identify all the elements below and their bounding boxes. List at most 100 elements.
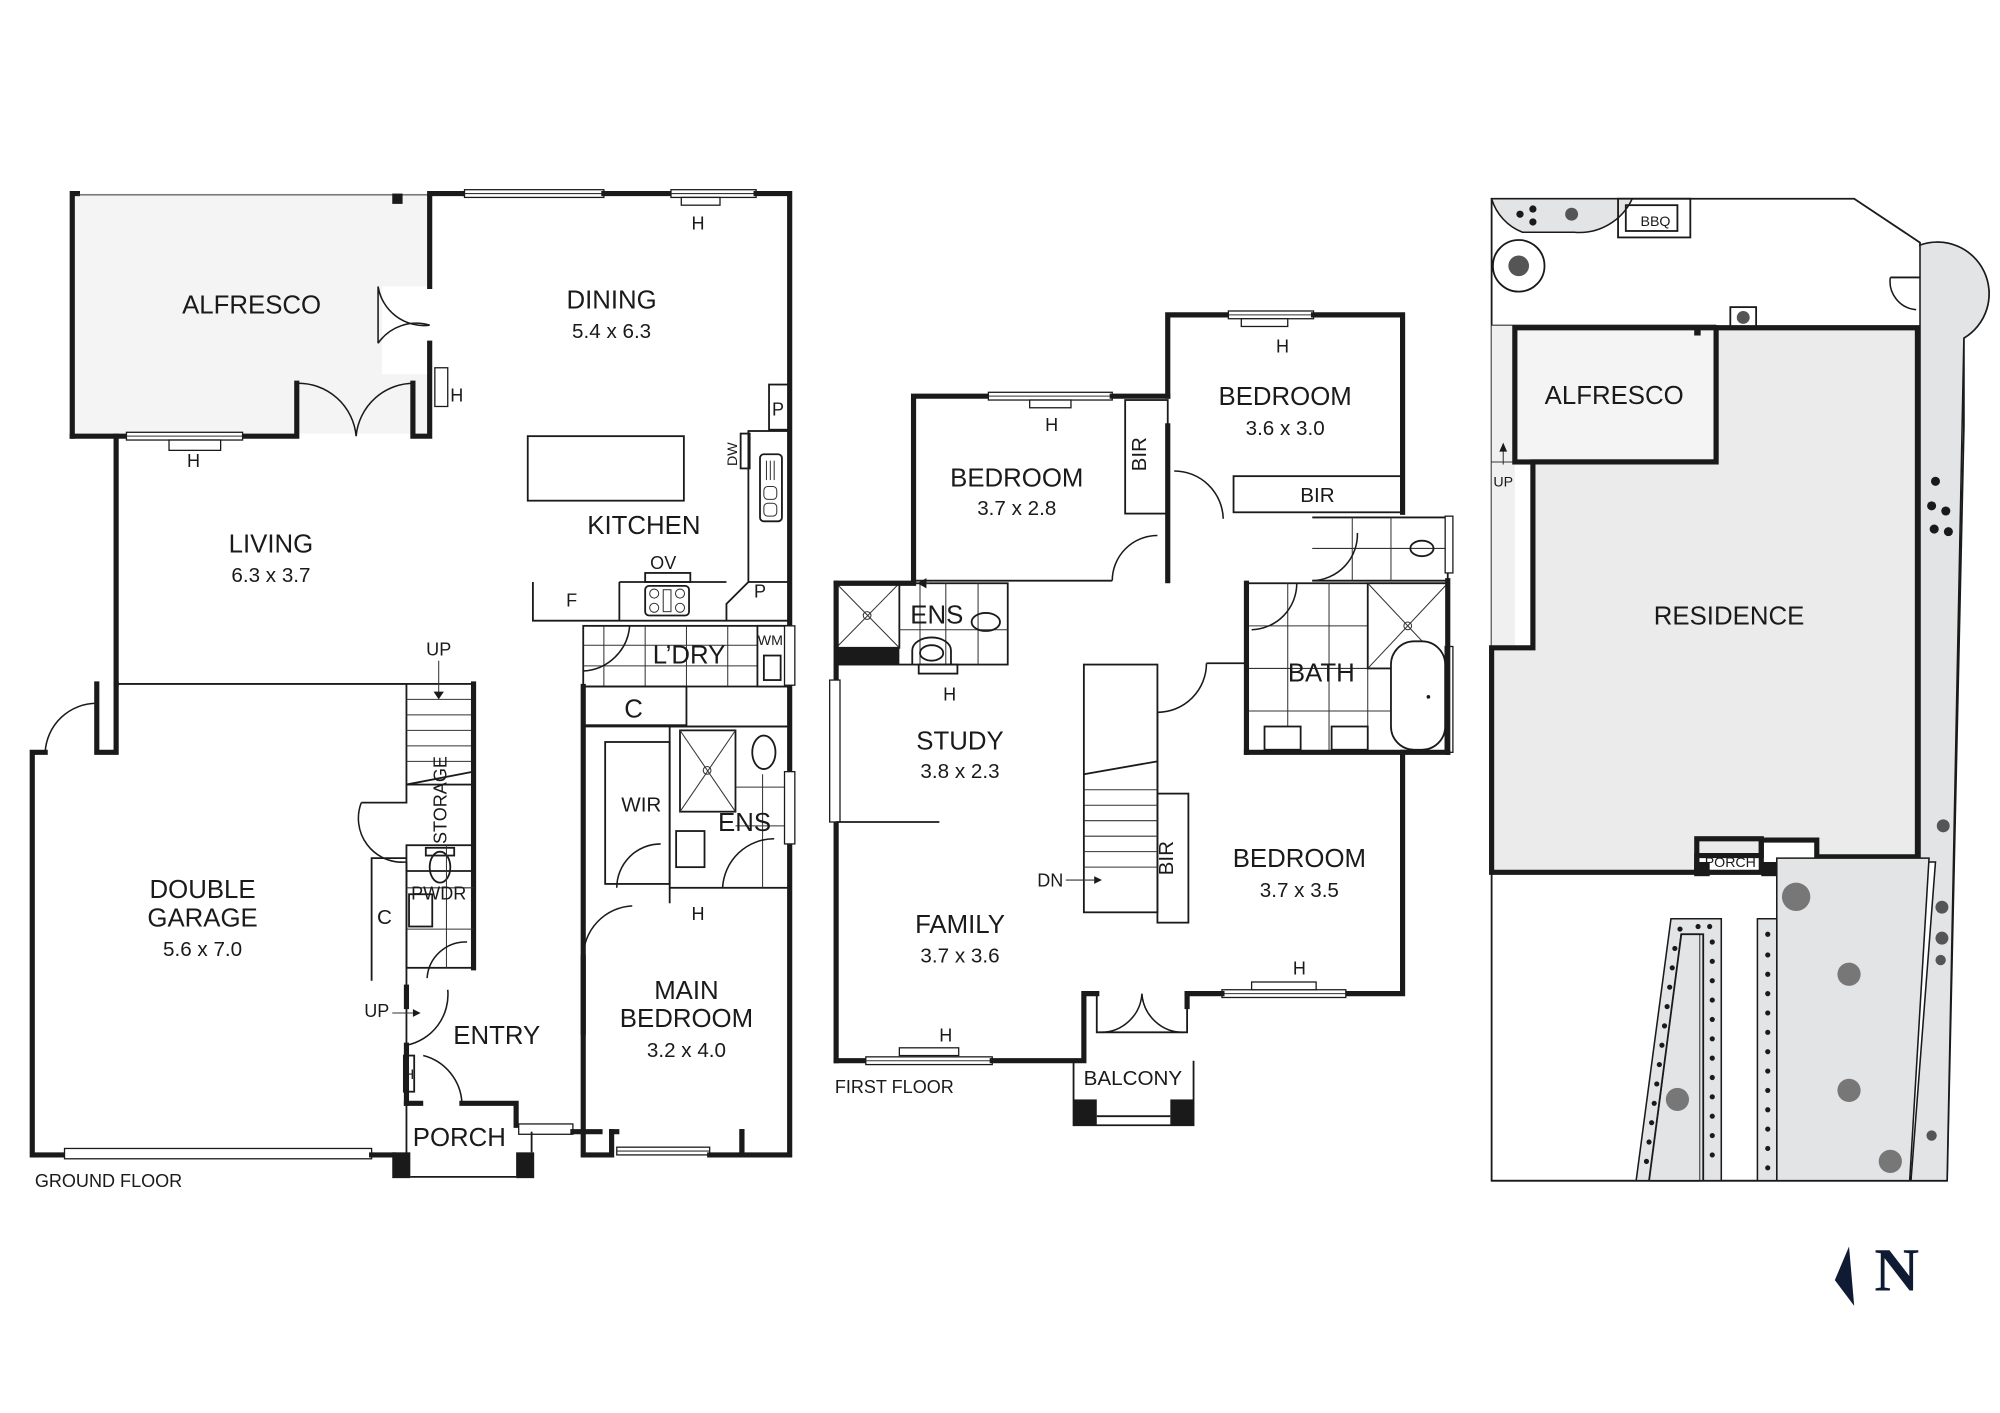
ensuite-label: ENS bbox=[718, 809, 771, 837]
window bbox=[1221, 981, 1347, 999]
window bbox=[463, 189, 605, 199]
garage-door[interactable] bbox=[63, 1147, 373, 1160]
dining-dims: 5.4 x 6.3 bbox=[572, 320, 651, 343]
ensuite-first-label: ENS bbox=[910, 601, 963, 629]
main-bedroom-label-2: BEDROOM bbox=[620, 1005, 753, 1033]
window bbox=[783, 625, 796, 686]
alfresco-wall bbox=[69, 190, 80, 439]
balcony-label: BALCONY bbox=[1084, 1067, 1183, 1090]
porch-label: PORCH bbox=[413, 1124, 506, 1152]
living-label: LIVING bbox=[229, 530, 314, 558]
window bbox=[518, 1123, 574, 1135]
shrub-icon bbox=[1565, 207, 1579, 221]
window bbox=[616, 1146, 711, 1156]
bbq-label: BBQ bbox=[1640, 214, 1670, 230]
svg-text:C: C bbox=[624, 695, 643, 723]
family-dims: 3.7 x 3.6 bbox=[920, 945, 999, 968]
svg-text:UP: UP bbox=[426, 640, 451, 660]
window bbox=[783, 771, 796, 845]
svg-text:H: H bbox=[943, 685, 956, 705]
ensuite-first bbox=[835, 578, 1009, 675]
sink bbox=[759, 453, 783, 523]
svg-text:UP: UP bbox=[1493, 474, 1513, 490]
alfresco-label: ALFRESCO bbox=[182, 292, 321, 320]
cooktop bbox=[644, 584, 690, 617]
bedroom-3-dims: 3.6 x 3.0 bbox=[1246, 417, 1325, 440]
site-alfresco bbox=[1512, 325, 1719, 465]
study-label: STUDY bbox=[916, 728, 1003, 756]
svg-text:DW: DW bbox=[725, 442, 741, 466]
svg-text:H: H bbox=[450, 385, 463, 405]
window bbox=[829, 679, 841, 823]
garage-label-1: DOUBLE bbox=[150, 876, 256, 904]
first-floor-title: FIRST FLOOR bbox=[835, 1077, 954, 1097]
column bbox=[392, 193, 403, 204]
svg-text:BIR: BIR bbox=[1155, 841, 1178, 875]
heater-label: H bbox=[187, 451, 200, 471]
bedroom-3-label: BEDROOM bbox=[1219, 383, 1352, 411]
residence-label: RESIDENCE bbox=[1654, 603, 1805, 631]
storage-label: STORAGE bbox=[430, 756, 450, 844]
ground-floor-title: GROUND FLOOR bbox=[35, 1171, 182, 1191]
garage-side-door[interactable] bbox=[44, 702, 97, 753]
kitchen-label: KITCHEN bbox=[587, 512, 700, 540]
alfresco-door-bottom[interactable] bbox=[296, 382, 416, 437]
tree-icon bbox=[1508, 255, 1530, 277]
svg-text:H: H bbox=[939, 1025, 952, 1045]
toilet-room bbox=[1312, 515, 1454, 582]
study-dims: 3.8 x 2.3 bbox=[920, 760, 999, 783]
bath-label: BATH bbox=[1288, 659, 1355, 687]
svg-text:H: H bbox=[1045, 415, 1058, 435]
window bbox=[125, 431, 244, 451]
site-plan: BBQ UP ALFRESCO PORCH RESIDENCE bbox=[1489, 197, 1990, 1182]
bedroom-4-dims: 3.7 x 3.5 bbox=[1260, 879, 1339, 902]
alfresco-door-right[interactable] bbox=[377, 286, 430, 344]
svg-text:DN: DN bbox=[1037, 871, 1063, 891]
balcony-door[interactable] bbox=[1100, 993, 1184, 1034]
garage-label-2: GARAGE bbox=[147, 905, 257, 933]
entry-door[interactable] bbox=[406, 989, 449, 1046]
window bbox=[670, 189, 757, 206]
svg-text:P: P bbox=[754, 581, 766, 601]
stairs-first bbox=[1065, 663, 1159, 914]
ground-floor-plan: H H H P DW bbox=[29, 189, 796, 1191]
svg-text:H: H bbox=[692, 214, 705, 234]
north-compass: N bbox=[1834, 1236, 1919, 1306]
svg-text:C: C bbox=[377, 906, 392, 929]
kitchen-island bbox=[526, 435, 685, 502]
bedroom-2-dims: 3.7 x 2.8 bbox=[977, 497, 1056, 520]
family-label: FAMILY bbox=[915, 911, 1005, 939]
living-dims: 6.3 x 3.7 bbox=[231, 564, 310, 587]
svg-text:BIR: BIR bbox=[1128, 437, 1151, 471]
svg-text:H: H bbox=[692, 904, 705, 924]
svg-text:F: F bbox=[566, 590, 577, 610]
alfresco-area bbox=[72, 193, 430, 434]
bedroom-2-label: BEDROOM bbox=[950, 464, 1083, 492]
bedroom-4-label: BEDROOM bbox=[1233, 845, 1366, 873]
first-floor-plan: H BIR BEDROOM 3.7 x 2.8 H BIR BEDROOM 3.… bbox=[829, 310, 1454, 1127]
svg-text:OV: OV bbox=[650, 553, 676, 573]
svg-text:P: P bbox=[772, 400, 784, 420]
powder-room bbox=[405, 844, 475, 979]
window bbox=[865, 1047, 993, 1066]
garage-dims: 5.6 x 7.0 bbox=[163, 938, 242, 961]
dining-label: DINING bbox=[566, 286, 656, 314]
svg-text:WM: WM bbox=[758, 633, 783, 649]
svg-text:H: H bbox=[404, 1067, 414, 1083]
tree-planter bbox=[1492, 239, 1546, 293]
main-bedroom-door[interactable] bbox=[582, 905, 633, 958]
entry-label: ENTRY bbox=[453, 1022, 540, 1050]
svg-text:H: H bbox=[1276, 336, 1289, 356]
main-bedroom-dims: 3.2 x 4.0 bbox=[647, 1039, 726, 1062]
laundry-label: L’DRY bbox=[653, 641, 726, 669]
svg-text:H: H bbox=[1293, 958, 1306, 978]
window bbox=[1227, 310, 1315, 328]
wir-label: WIR bbox=[621, 794, 661, 817]
svg-text:UP: UP bbox=[364, 1001, 389, 1021]
tree-icon bbox=[1781, 882, 1811, 912]
window bbox=[987, 391, 1113, 409]
ensuite-ground bbox=[668, 725, 791, 889]
powder-label: PWDR bbox=[411, 883, 466, 903]
main-bedroom-label-1: MAIN bbox=[654, 977, 718, 1005]
